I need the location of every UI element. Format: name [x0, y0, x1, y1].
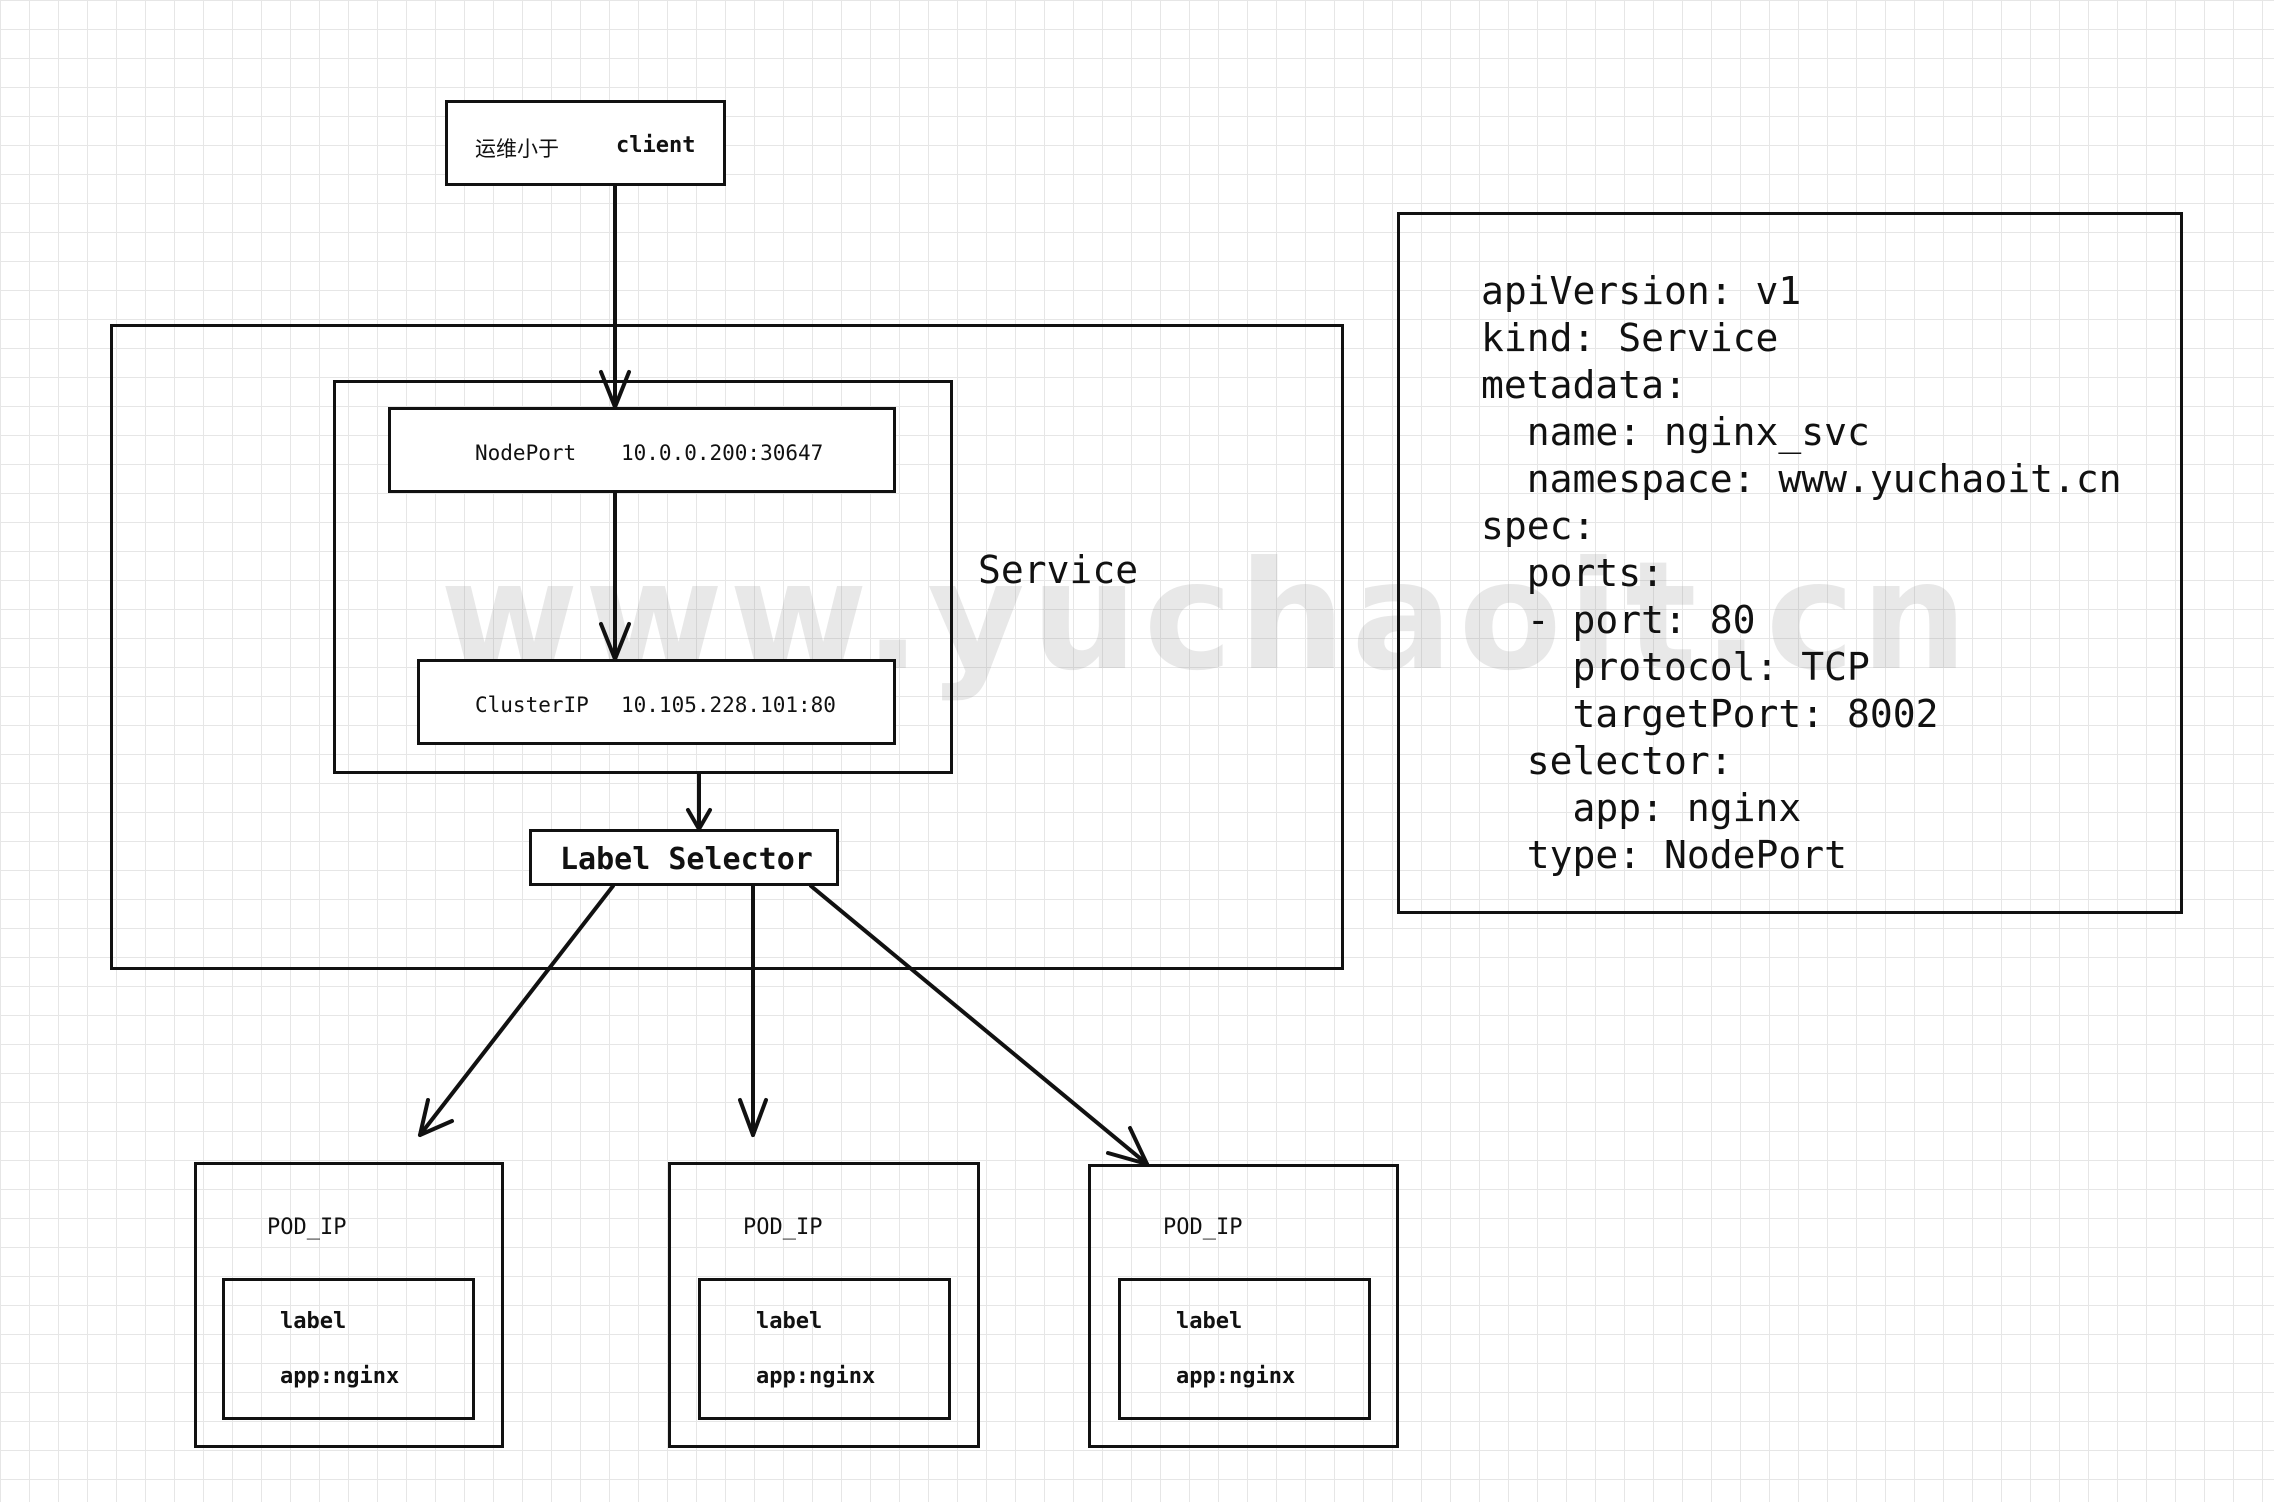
nodeport-label: NodePort	[475, 441, 577, 465]
pod-label-value: app:nginx	[1176, 1364, 1296, 1389]
clusterip-address: 10.105.228.101:80	[621, 693, 836, 717]
yaml-line: spec:	[1481, 504, 1596, 548]
pod-ip-label: POD_IP	[1163, 1215, 1243, 1240]
arrow-selector-to-pod-1	[418, 884, 615, 1137]
service-label: Service	[978, 548, 1139, 592]
pod-box: POD_IP label app:nginx	[194, 1162, 504, 1448]
pod-label-title: label	[756, 1309, 823, 1334]
pod-ip-label: POD_IP	[743, 1215, 823, 1240]
client-label-cn: 运维小于	[475, 137, 559, 161]
arrow-selector-to-pod-2	[738, 884, 768, 1137]
pod-label-box: label app:nginx	[222, 1278, 475, 1420]
yaml-line: protocol: TCP	[1481, 645, 1870, 689]
label-selector-label: Label Selector	[560, 842, 813, 877]
pod-box: POD_IP label app:nginx	[1088, 1164, 1399, 1448]
pod-label-value: app:nginx	[280, 1364, 400, 1389]
yaml-line: targetPort: 8002	[1481, 692, 1939, 736]
clusterip-label: ClusterIP	[475, 693, 589, 717]
nodeport-address: 10.0.0.200:30647	[621, 441, 824, 465]
arrow-selector-to-pod-3	[809, 884, 1149, 1166]
yaml-line: name: nginx_svc	[1481, 410, 1870, 454]
arrow-nodeport-to-clusterip	[599, 491, 631, 661]
yaml-line: namespace: www.yuchaoit.cn	[1481, 457, 2122, 501]
pod-box: POD_IP label app:nginx	[668, 1162, 980, 1448]
service-container	[110, 324, 1344, 970]
pod-label-title: label	[1176, 1309, 1243, 1334]
yaml-line: kind: Service	[1481, 316, 1779, 360]
yaml-line: - port: 80	[1481, 598, 1756, 642]
arrow-service-to-selector	[686, 772, 712, 831]
yaml-code: apiVersion: v1 kind: Service metadata: n…	[1481, 268, 2122, 879]
pod-ip-label: POD_IP	[267, 1215, 347, 1240]
yaml-line: selector:	[1481, 739, 1733, 783]
label-selector-box: Label Selector	[529, 829, 839, 886]
client-label: client	[616, 133, 696, 158]
yaml-box	[1397, 212, 2183, 914]
pod-label-title: label	[280, 1309, 347, 1334]
yaml-line: metadata:	[1481, 363, 1687, 407]
pod-label-value: app:nginx	[756, 1364, 876, 1389]
yaml-line: app: nginx	[1481, 786, 1802, 830]
arrow-client-to-nodeport	[599, 184, 631, 409]
clusterip-box: ClusterIP 10.105.228.101:80	[417, 659, 896, 745]
yaml-line: type: NodePort	[1481, 833, 1848, 877]
pod-label-box: label app:nginx	[1118, 1278, 1371, 1420]
yaml-line: ports:	[1481, 551, 1665, 595]
service-inner-box	[333, 380, 953, 774]
pod-label-box: label app:nginx	[698, 1278, 951, 1420]
client-box: 运维小于 client	[445, 100, 726, 186]
yaml-line: apiVersion: v1	[1481, 269, 1802, 313]
nodeport-box: NodePort 10.0.0.200:30647	[388, 407, 896, 493]
